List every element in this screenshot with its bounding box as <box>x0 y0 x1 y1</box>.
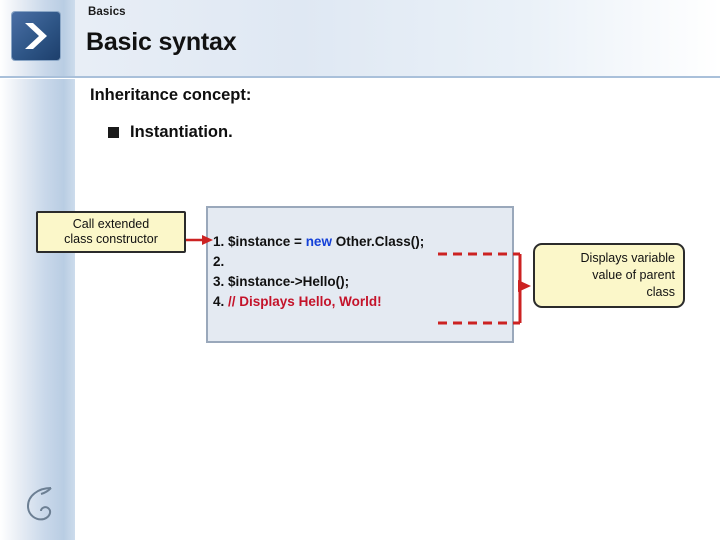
left-gradient-band <box>0 0 75 540</box>
code-line-3-before: $instance->Hello(); <box>224 274 350 289</box>
swirl-mark-icon <box>26 487 52 521</box>
header-divider <box>0 76 720 78</box>
callout-left-line2: class constructor <box>64 232 158 246</box>
callout-right-line1: Displays variable <box>580 251 675 265</box>
code-block-frame <box>206 206 514 343</box>
code-line-1-num: 1. <box>213 234 225 249</box>
code-line-1-after: Other.Class(); <box>331 234 425 249</box>
callout-call-extended-constructor: Call extended class constructor <box>36 211 186 253</box>
code-comment: // Displays Hello, World! <box>228 294 382 309</box>
code-line-3: 3. $instance->Hello(); <box>213 272 513 292</box>
callout-displays-variable-value: Displays variable value of parent class <box>533 243 685 308</box>
bullet-item: Instantiation. <box>108 123 233 142</box>
chevron-right-logo-icon <box>12 12 60 60</box>
callout-right-line2: value of parent <box>592 268 675 282</box>
page-title: Basic syntax <box>86 28 237 56</box>
code-line-1-before: $instance = <box>224 234 306 249</box>
code-line-1: 1. $instance = new Other.Class(); <box>213 232 513 252</box>
code-keyword-new: new <box>305 234 332 249</box>
callout-left-line1: Call extended <box>72 217 150 231</box>
code-line-2: 2. <box>213 252 513 272</box>
bullet-item-label: Instantiation. <box>130 123 233 141</box>
code-line-4: 4. // Displays Hello, World! <box>213 292 513 312</box>
callout-right-line3: class <box>646 285 675 299</box>
lead-text: Inheritance concept: <box>90 86 252 104</box>
slide-kicker: Basics <box>88 6 126 18</box>
code-line-4-num: 4. <box>213 294 225 309</box>
header-band <box>75 0 720 76</box>
code-line-3-num: 3. <box>213 274 225 289</box>
header-divider-highlight <box>0 78 720 79</box>
code-block-text: 1. $instance = new Other.Class(); 2. 3. … <box>213 232 513 312</box>
square-bullet-icon <box>108 127 119 138</box>
code-line-2-num: 2. <box>213 254 225 269</box>
